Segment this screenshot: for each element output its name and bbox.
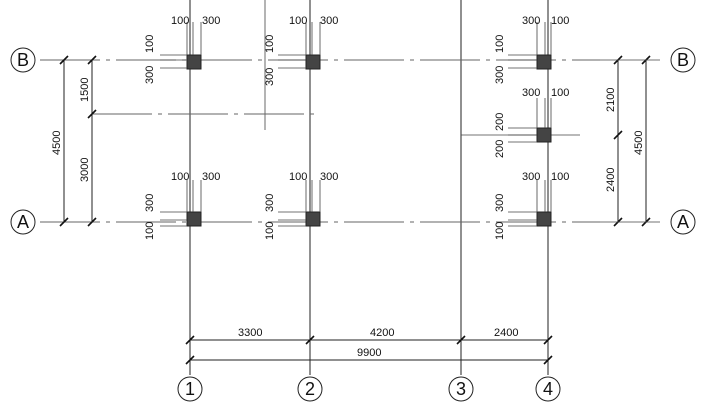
- bottom-dim-span-3-4: 2400: [494, 327, 518, 339]
- dim-a1-top-b: 300: [202, 171, 220, 183]
- axis-label-b-right: B: [677, 50, 689, 70]
- axis-bubble-a-right: [670, 209, 696, 235]
- axis-bubble-2: [297, 376, 323, 402]
- axis-label-a-left: A: [17, 212, 29, 232]
- dim-b2-side-a: 100: [264, 35, 276, 53]
- bottom-dim-span-1-2: 3300: [238, 327, 262, 339]
- dim-a1-top-a: 100: [171, 171, 189, 183]
- left-dim-upper: 1500: [79, 78, 91, 102]
- column-b2: [305, 54, 321, 70]
- dim-mid4-top-a: 300: [522, 87, 540, 99]
- column-b4: [536, 54, 552, 70]
- axis-bubble-1: [177, 376, 203, 402]
- dim-b1-top-b: 300: [202, 15, 220, 27]
- axis-label-4: 4: [543, 379, 553, 399]
- axis-label-3: 3: [456, 379, 466, 399]
- bottom-dim-total: 9900: [357, 347, 381, 359]
- dim-b4-top-a: 300: [522, 15, 540, 27]
- dim-a2-side-a: 300: [264, 194, 276, 212]
- dim-a2-top-b: 300: [320, 171, 338, 183]
- axis-label-1: 1: [185, 379, 195, 399]
- dim-b4-top-b: 100: [551, 15, 569, 27]
- dim-mid4-side-a: 200: [494, 113, 506, 131]
- dim-b2-side-b: 300: [264, 68, 276, 86]
- dim-a2-top-a: 100: [289, 171, 307, 183]
- dim-a4-side-a: 300: [494, 194, 506, 212]
- dim-a4-top-b: 100: [551, 171, 569, 183]
- dim-b4-side-b: 300: [494, 66, 506, 84]
- axis-bubble-b-right: [670, 47, 696, 73]
- column-a4: [536, 211, 552, 227]
- right-dim-upper: 2100: [605, 88, 617, 112]
- left-dim-lower: 3000: [79, 158, 91, 182]
- right-dim-lower: 2400: [605, 168, 617, 192]
- dim-mid4-side-b: 200: [494, 140, 506, 158]
- bottom-dim-span-2-3: 4200: [370, 327, 394, 339]
- dim-b4-side-a: 100: [494, 35, 506, 53]
- dim-a1-side-b: 100: [144, 222, 156, 240]
- dim-b2-top-a: 100: [289, 15, 307, 27]
- column-a2: [305, 211, 321, 227]
- dim-b2-top-b: 300: [320, 15, 338, 27]
- dim-b1-side-a: 100: [144, 35, 156, 53]
- axis-label-b-left: B: [17, 50, 29, 70]
- left-dim-total: 4500: [51, 131, 63, 155]
- dim-mid4-top-b: 100: [551, 87, 569, 99]
- axis-bubble-4: [535, 376, 561, 402]
- axis-bubble-a-left: [10, 209, 36, 235]
- axis-bubble-3: [448, 376, 474, 402]
- dim-a1-side-a: 300: [144, 194, 156, 212]
- axis-bubble-b-left: [10, 47, 36, 73]
- column-b1: [186, 54, 202, 70]
- column-a1: [186, 211, 202, 227]
- offset-leaders: [160, 22, 552, 227]
- right-dim-total: 4500: [633, 131, 645, 155]
- axis-label-2: 2: [305, 379, 315, 399]
- axis-label-a-right: A: [677, 212, 689, 232]
- dim-a4-top-a: 300: [522, 171, 540, 183]
- dim-a4-side-b: 100: [494, 222, 506, 240]
- dim-b1-top-a: 100: [171, 15, 189, 27]
- column-mid4: [536, 127, 552, 143]
- dim-b1-side-b: 300: [144, 66, 156, 84]
- dim-a2-side-b: 100: [264, 222, 276, 240]
